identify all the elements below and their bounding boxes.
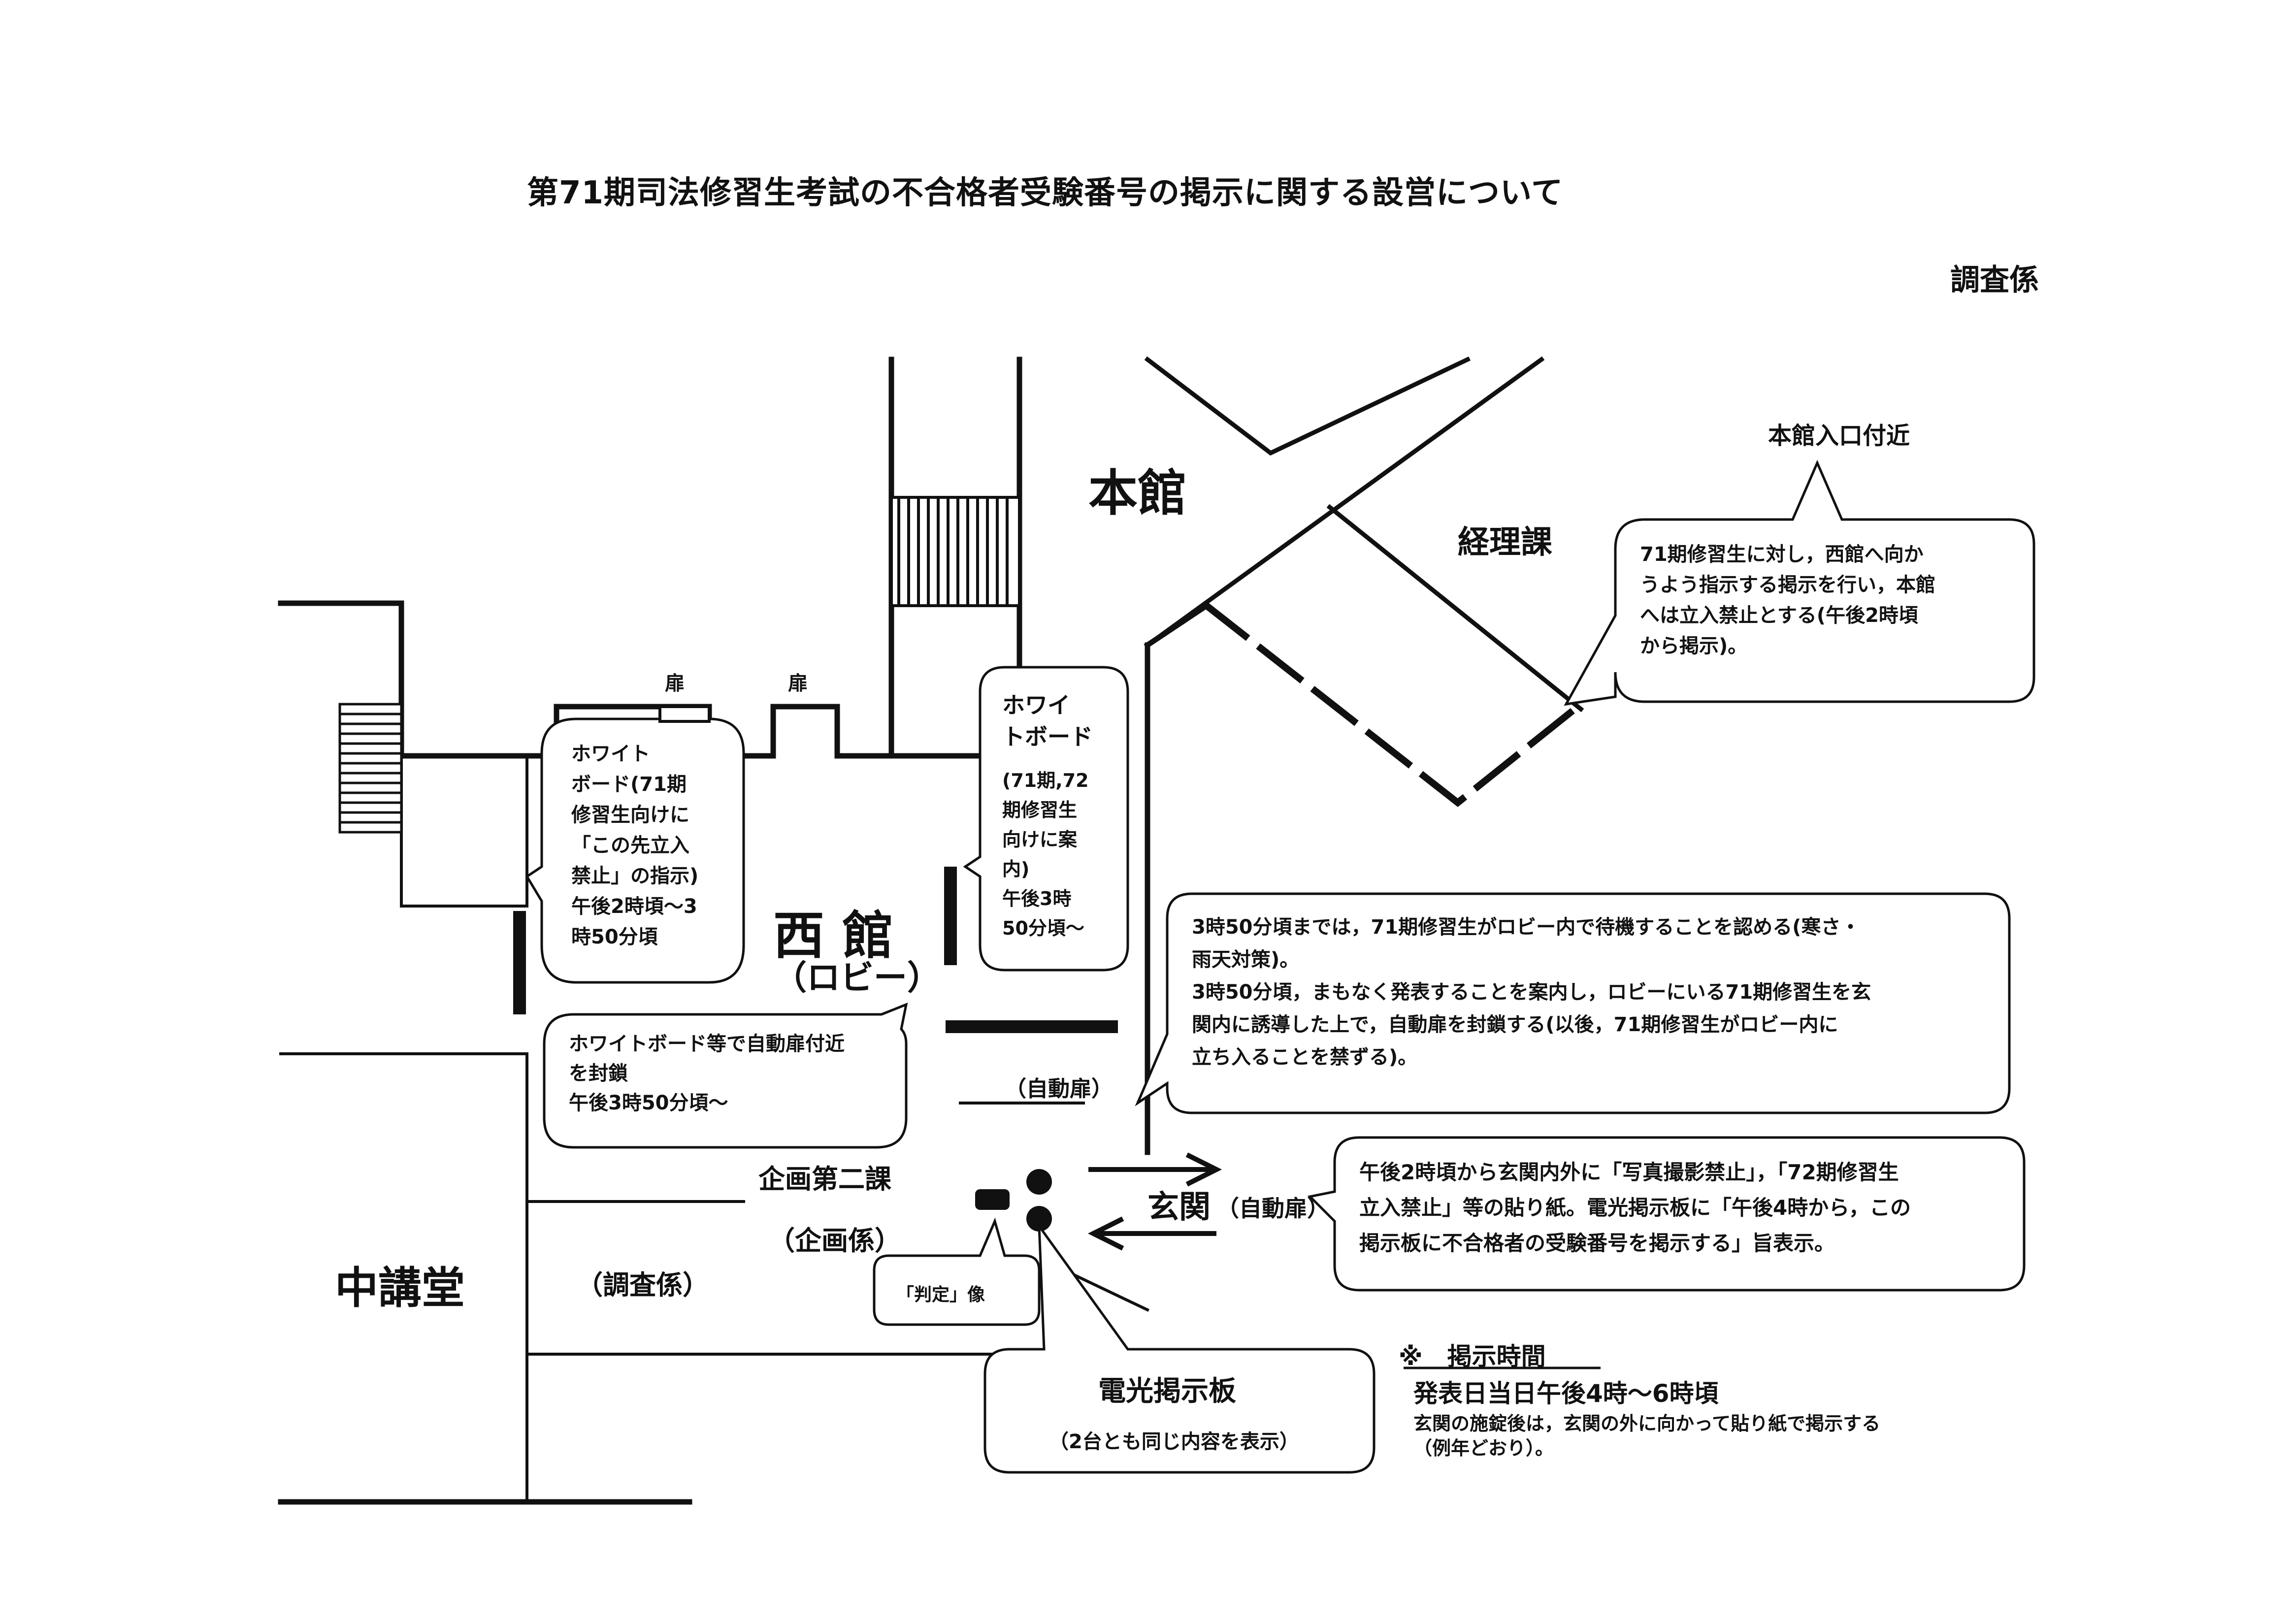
lobby-door-label: （自動扉） (1005, 1076, 1113, 1102)
chukodo-label: 中講堂 (335, 1263, 465, 1313)
genkan-label: 玄関 (1147, 1189, 1211, 1226)
signboard-dot-2 (1026, 1206, 1052, 1232)
whiteboard-bars (513, 867, 1118, 1033)
honkan-entrance-label: 本館入口付近 (1768, 422, 1910, 450)
bubble-statue (873, 1217, 1041, 1326)
schedule-line-1: 発表日当日午後4時～6時頃 (1413, 1379, 1719, 1408)
schedule-heading: ※ 掲示時間 (1399, 1342, 1546, 1371)
statue-marker (975, 1189, 1010, 1210)
page-title: 第71期司法修習生考試の不合格者受験番号の掲示に関する設営について (527, 175, 1564, 211)
chosa-kakari-label: （調査係） (576, 1269, 709, 1300)
schedule-line-2: 玄関の施錠後は，玄関の外に向かって貼り紙で掲示する (1413, 1413, 1881, 1434)
keiri-label: 経理課 (1458, 524, 1552, 561)
bubble-wb-left (525, 717, 745, 984)
auto-door-note: ホワイトボード等で自動扉付近 を封鎖 午後3時50分頃～ (569, 1033, 845, 1114)
genkan-note: 午後2時頃から玄関内外に「写真撮影禁止」，「72期修習生 立入禁止」等の貼り紙。… (1359, 1160, 1911, 1255)
wb-left-note: ホワイト ボード(71期 修習生向けに 「この先立入 禁止」の指示) 午後2時頃… (571, 743, 699, 948)
bubble-auto-door (543, 1002, 908, 1149)
door-label-2: 扉 (788, 672, 808, 695)
statue-label: 「判定」像 (896, 1285, 985, 1305)
nishikan-label: 西 館 (773, 906, 894, 966)
lobby-note: 3時50分頃までは，71期修習生がロビー内で待機することを認める(寒さ・ 雨天対… (1192, 916, 1871, 1069)
board-note: （2台とも同じ内容を表示） (1049, 1430, 1299, 1453)
staircase-upper (890, 496, 1021, 607)
department-label: 調査係 (1950, 263, 2039, 297)
nishikan-sub-label: （ロビー） (773, 959, 941, 998)
wb-right-note: (71期,72 期修習生 向けに案 内) 午後3時 50分頃～ (1002, 770, 1089, 939)
door-left (658, 705, 711, 723)
main-building-walls (1144, 356, 1584, 713)
honkan-label: 本館 (1088, 464, 1187, 522)
signboard-dot-1 (1026, 1169, 1052, 1195)
bubble-board (983, 1222, 1376, 1474)
bubble-genkan (1307, 1136, 2026, 1292)
bubble-main-entrance (1564, 459, 2035, 706)
entry-arrows (1087, 1152, 1222, 1251)
bubble-lobby (1135, 892, 2011, 1114)
genkan-door-label: （自動扉） (1216, 1195, 1330, 1222)
kikaku-kakari-label: （企画係） (768, 1225, 901, 1256)
schedule-line-3: （例年どおり）。 (1413, 1437, 1554, 1459)
kikaku2-label: 企画第二課 (758, 1164, 891, 1195)
honkan-note: 71期修習生に対し，西館へ向か うよう指示する掲示を行い，本館 へは立入禁止とす… (1640, 543, 1935, 657)
board-title: 電光掲示板 (1098, 1375, 1236, 1407)
main-building-entrance-wall (1202, 601, 1586, 807)
bubble-wb-right (963, 666, 1129, 972)
door-label-1: 扉 (665, 672, 685, 695)
staircase-left (338, 703, 403, 834)
wb-right-head: ホワイ トボード (1002, 692, 1093, 750)
